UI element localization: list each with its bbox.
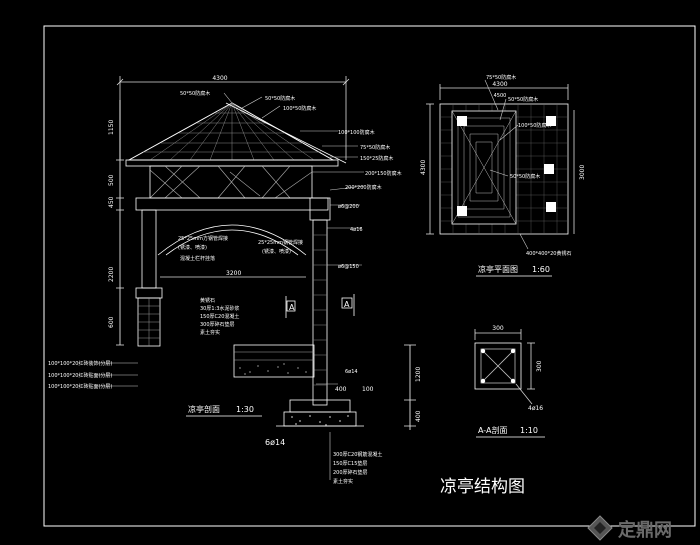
plan-caption: 凉亭平面图 (478, 264, 518, 274)
dim-right-400: 400 (415, 410, 422, 422)
detail-view (474, 329, 535, 405)
section-label-5: 75*50防腐木 (360, 144, 390, 151)
section-label-4: 100*100防腐木 (338, 129, 375, 136)
floor-layer-4: 300厚碎石垫层 (200, 321, 235, 328)
section-label-13: (锈漆、喷漆) (178, 244, 207, 251)
left-note-1: 100*100*20红砖装饰(分层) (48, 360, 112, 367)
detail-dim-width: 300 (492, 325, 504, 332)
plan-scale: 1:60 (532, 265, 550, 274)
dim-inner-width: 3200 (226, 270, 241, 277)
detail-rebar: 4ø16 (528, 405, 543, 412)
plan-text: 4300 4300 3000 4500 75*50防腐木 50*50防腐木 10… (420, 74, 586, 274)
dim-left-500: 500 (108, 174, 115, 186)
floor-layer-2: 30厚1:3水泥砂浆 (200, 305, 239, 312)
drawing-frame (43, 25, 696, 527)
section-scale: 1:30 (236, 405, 254, 414)
detail-text: 300 300 4ø16 A-A剖面 1:10 (478, 325, 543, 435)
dim-left-450: 450 (108, 196, 115, 208)
watermark-brand: 定鼎网 (618, 519, 672, 541)
detail-dim-height: 300 (536, 360, 543, 372)
plan-label-2: 50*50防腐木 (508, 96, 538, 103)
section-view (98, 76, 416, 480)
section-mark-right: A (344, 300, 350, 309)
plan-dim-left: 4300 (420, 160, 427, 175)
plan-label-1: 75*50防腐木 (486, 74, 516, 81)
section-label-7: 200*150防腐木 (365, 170, 402, 177)
footing-note-1: 300厚C20钢筋混凝土 (333, 451, 382, 458)
section-label-14: 25*25mm钢管焊接 (258, 239, 303, 246)
footing-note-4: 素土夯实 (333, 478, 353, 485)
watermark: 定鼎网 (587, 515, 672, 541)
plan-dim-inner: 4500 (494, 93, 507, 99)
dim-left-2200: 2200 (108, 267, 115, 282)
detail-caption: A-A剖面 (478, 425, 507, 435)
section-label-8: 200*200防腐木 (345, 184, 382, 191)
section-label-18: 6ø14 (265, 438, 285, 447)
section-caption: 凉亭剖面 (188, 404, 220, 414)
section-label-11: ø6@150 (338, 264, 359, 270)
section-label-2: 50*50防腐木 (265, 95, 295, 102)
section-label-12: 25*25mm方钢管焊接 (178, 235, 228, 242)
footing-note-2: 150厚C15垫层 (333, 460, 367, 467)
floor-layer-1: 黄锈石 (200, 297, 215, 304)
floor-layer-3: 150厚C20混凝土 (200, 313, 239, 320)
plan-label-3: 100*50防腐木 (518, 122, 551, 129)
section-label-1: 50*50防腐木 (180, 90, 210, 97)
diamond-logo-icon (587, 515, 613, 541)
footing-note-3: 200厚碎石垫层 (333, 469, 368, 476)
left-note-2: 100*100*20红砖贴面(分层) (48, 372, 112, 379)
section-mark-left: A (289, 303, 295, 312)
left-note-3: 100*100*20红砖贴面(分层) (48, 383, 112, 390)
section-label-16: 混凝土栏杆挂落 (180, 255, 215, 262)
dim-overall-width: 4300 (212, 75, 227, 82)
section-label-9: ø6@200 (338, 204, 359, 210)
section-label-10: 4ø16 (350, 227, 363, 233)
section-text: 4300 50*50防腐木 50*50防腐木 100*50防腐木 100*100… (48, 75, 422, 485)
plan-view (426, 79, 575, 250)
dim-left-600: 600 (108, 316, 115, 328)
dim-right-1200: 1200 (415, 367, 422, 382)
plan-dim-top: 4300 (492, 81, 507, 88)
plan-label-5: 400*400*20黄锈石 (526, 250, 571, 257)
dim-footing-100: 100 (362, 386, 374, 393)
plan-label-4: 50*50防腐木 (510, 173, 540, 180)
section-label-15: (锈漆、喷漆) (262, 248, 291, 255)
section-label-17: 6ø14 (345, 369, 358, 375)
dim-left-1150: 1150 (108, 120, 115, 135)
drawing-title: 凉亭结构图 (440, 477, 525, 497)
section-label-6: 150*25防腐木 (360, 155, 393, 162)
plan-dim-right: 3000 (579, 165, 586, 180)
floor-layer-5: 素土夯实 (200, 329, 220, 336)
section-label-3: 100*50防腐木 (283, 105, 316, 112)
detail-scale: 1:10 (520, 426, 538, 435)
dim-footing-400: 400 (335, 386, 347, 393)
